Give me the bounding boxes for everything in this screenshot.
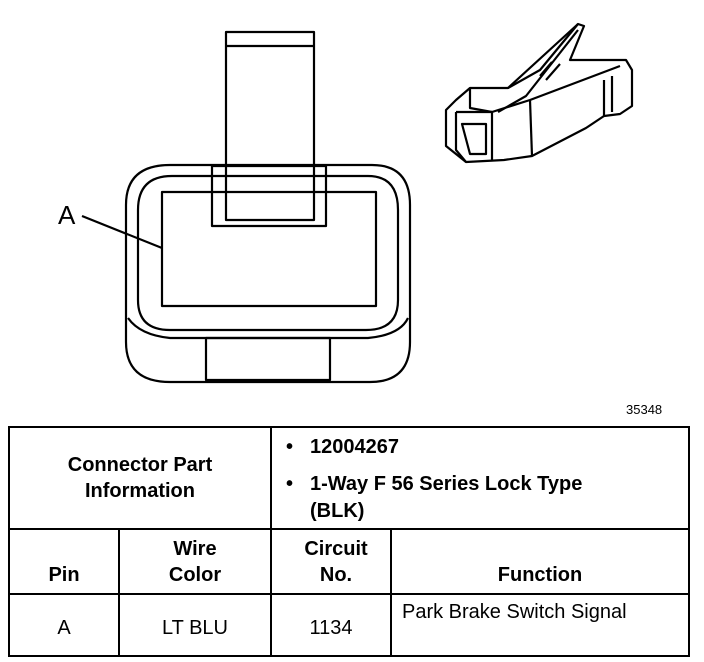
callout-leader — [81, 214, 163, 250]
connector-part-info-label: Connector Part Information — [67, 454, 213, 502]
connector-type: 1-Way F 56 Series Lock Type (BLK) — [310, 473, 583, 522]
part-info-bullets: • 12004267 • 1-Way F 56 Series Lock Type… — [282, 434, 682, 525]
grid-line — [390, 528, 392, 657]
header-pin: Pin — [48, 564, 80, 586]
header-wire-color: Wire Color — [168, 538, 222, 586]
connector-info-table: Connector Part Information • 12004267 • … — [8, 426, 690, 657]
grid-line — [118, 528, 120, 657]
table-row: A LT BLU 1134 Park Brake Switch Signal — [10, 595, 688, 657]
part-number: 12004267 — [310, 436, 399, 458]
connector-isometric-view — [444, 22, 634, 164]
part-number-item: • 12004267 — [286, 436, 399, 458]
grid-line — [270, 428, 272, 657]
callout-label-a: A — [58, 200, 76, 230]
header-circuit-no: Circuit No. — [304, 538, 368, 586]
cell-circuit-no: 1134 — [309, 617, 353, 639]
header-function: Function — [497, 564, 583, 586]
grid-line — [10, 593, 688, 595]
cell-wire-color: LT BLU — [162, 617, 228, 639]
connector-drawing: A — [58, 22, 634, 384]
connector-face-view — [124, 30, 412, 384]
connector-type-item: • 1-Way F 56 Series Lock Type (BLK) — [286, 473, 583, 522]
cell-function: Park Brake Switch Signal — [402, 601, 627, 623]
figure-number: 35348 — [626, 402, 663, 417]
grid-line — [10, 528, 688, 530]
cell-pin: A — [57, 617, 71, 639]
